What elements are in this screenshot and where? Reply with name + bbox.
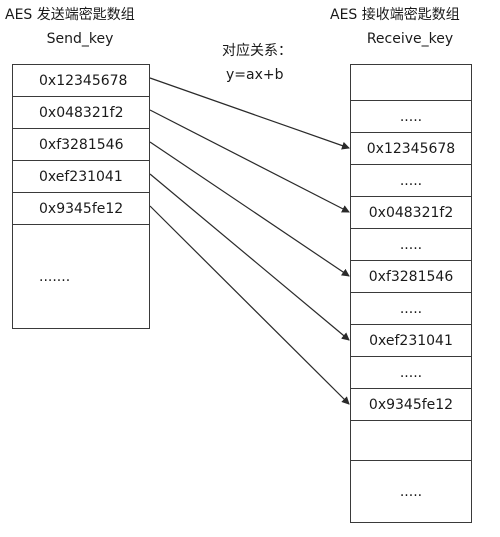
receive-key-cell: ..... xyxy=(350,460,472,523)
send-key-cell: 0x9345fe12 xyxy=(12,192,150,225)
relation-formula: y=ax+b xyxy=(226,67,284,83)
receive-key-cell: ..... xyxy=(350,100,472,133)
receive-array-subtitle: Receive_key xyxy=(366,31,454,47)
receive-key-cell: ..... xyxy=(350,228,472,261)
mapping-arrow xyxy=(149,141,350,277)
send-key-cell: 0xef231041 xyxy=(12,160,150,193)
send-array-title: AES 发送端密匙数组 xyxy=(5,7,135,23)
receive-key-cell: 0x12345678 xyxy=(350,132,472,165)
send-key-cell: 0x048321f2 xyxy=(12,96,150,129)
mapping-arrow xyxy=(149,205,350,405)
receive-array-title: AES 接收端密匙数组 xyxy=(330,7,460,23)
receive-key-cell xyxy=(350,420,472,461)
send-key-cell: 0x12345678 xyxy=(12,64,150,97)
receive-key-cell xyxy=(350,64,472,101)
mapping-arrow xyxy=(149,77,350,150)
send-array-subtitle: Send_key xyxy=(46,31,114,47)
receive-key-cell: ..... xyxy=(350,292,472,325)
receive-key-cell: 0xef231041 xyxy=(350,324,472,357)
send-key-cell: ....... xyxy=(12,224,150,329)
receive-key-cell: 0x9345fe12 xyxy=(350,388,472,421)
mapping-arrow xyxy=(149,173,350,341)
mapping-arrow xyxy=(149,109,350,213)
send-key-cell: 0xf3281546 xyxy=(12,128,150,161)
relation-label: 对应关系： xyxy=(222,43,292,59)
receive-key-cell: 0x048321f2 xyxy=(350,196,472,229)
receive-key-cell: 0xf3281546 xyxy=(350,260,472,293)
receive-key-cell: ..... xyxy=(350,164,472,197)
receive-key-cell: ..... xyxy=(350,356,472,389)
